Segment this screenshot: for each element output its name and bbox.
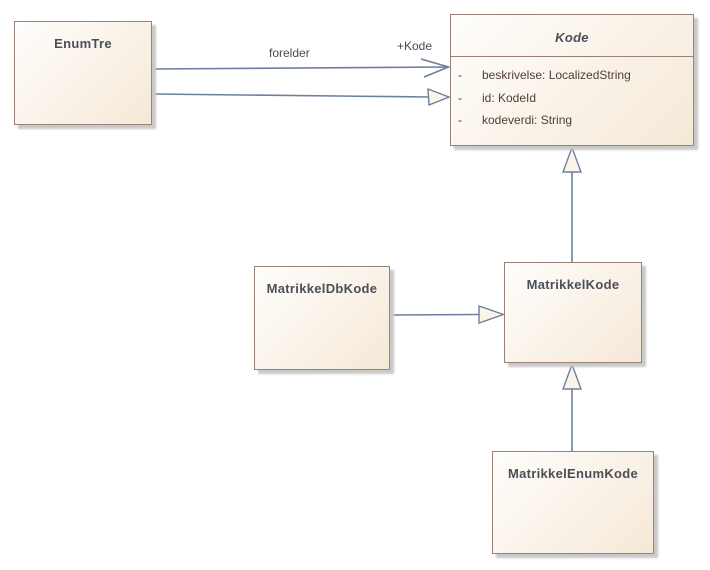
class-name-kode: Kode: [555, 30, 589, 45]
class-title-compartment: Kode: [451, 15, 693, 57]
edge-association-enumtre-kode[interactable]: [151, 58, 451, 78]
class-attributes-compartment: - beskrivelse: LocalizedString - id: Kod…: [451, 57, 693, 132]
attribute-text: id: KodeId: [482, 90, 537, 105]
edge-generalization-matrikkelenumkode-matrikkelkode[interactable]: [561, 362, 583, 452]
edge-generalization-enumtre-kode[interactable]: [151, 87, 451, 107]
edge-generalization-matrikkeldbkode-matrikkelkode[interactable]: [389, 305, 506, 324]
edge-generalization-matrikkelkode-kode[interactable]: [561, 145, 583, 263]
class-box-matrikkelenumkode[interactable]: MatrikkelEnumKode: [492, 451, 654, 554]
attribute-text: kodeverdi: String: [482, 113, 573, 127]
class-name-matrikkelenumkode: MatrikkelEnumKode: [507, 466, 639, 481]
class-box-matrikkelkode[interactable]: MatrikkelKode: [504, 262, 642, 363]
class-box-kode[interactable]: Kode - beskrivelse: LocalizedString - id…: [450, 14, 694, 146]
attribute-kodeverdi: - kodeverdi: String: [451, 109, 693, 132]
attribute-id: - id: KodeId: [451, 87, 693, 110]
attribute-beskrivelse: - beskrivelse: LocalizedString: [451, 64, 693, 87]
association-label-forelder: forelder: [269, 46, 310, 60]
attribute-text: beskrivelse: LocalizedString: [482, 68, 631, 82]
association-role-kode: +Kode: [397, 39, 433, 53]
attribute-visibility: -: [458, 90, 462, 105]
class-name-enumtre: EnumTre: [54, 36, 112, 51]
attribute-visibility: -: [458, 68, 462, 82]
class-box-matrikkeldbkode[interactable]: MatrikkelDbKode: [254, 266, 390, 370]
attribute-visibility: -: [458, 113, 462, 127]
class-name-matrikkelkode: MatrikkelKode: [526, 277, 620, 292]
class-name-matrikkeldbkode: MatrikkelDbKode: [266, 281, 378, 296]
class-box-enumtre[interactable]: EnumTre: [14, 21, 152, 125]
